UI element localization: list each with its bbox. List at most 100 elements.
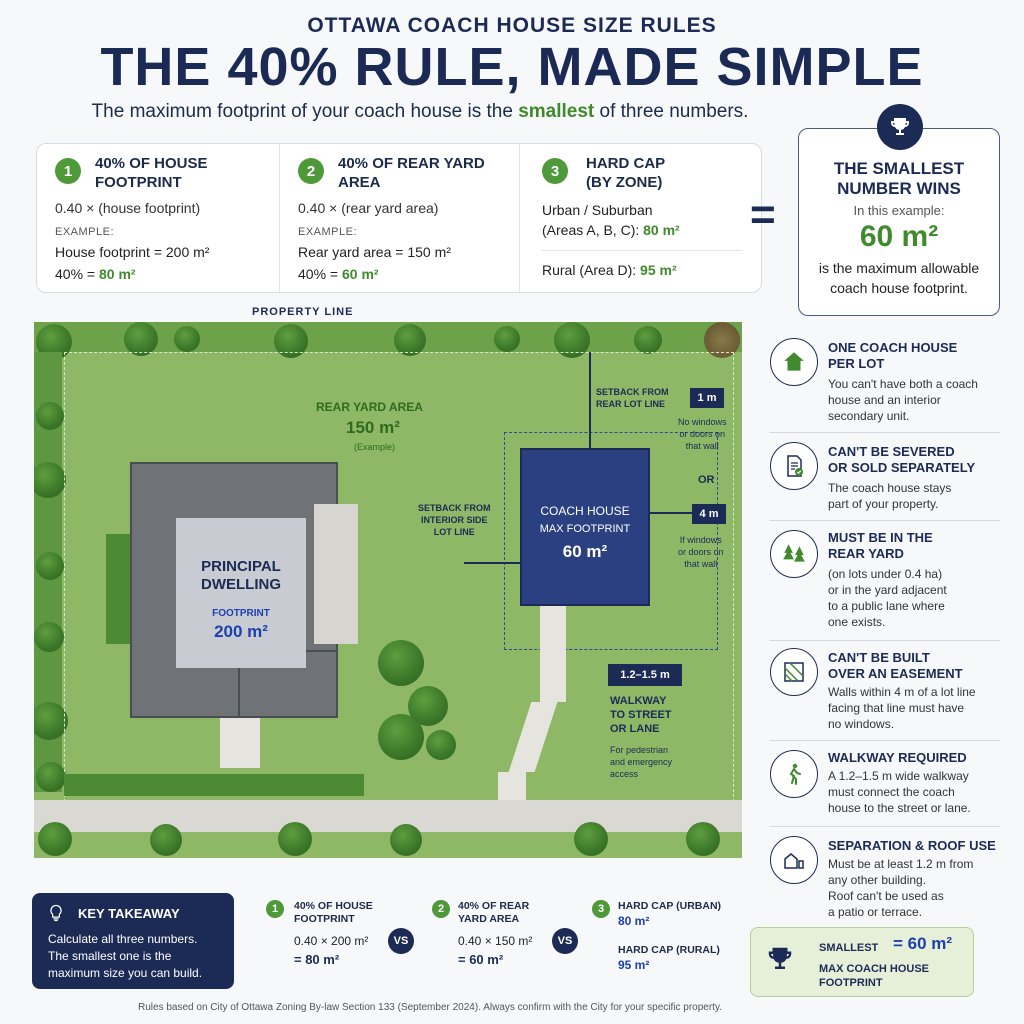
rule-number-badge: 1: [55, 158, 81, 184]
tree: [278, 822, 312, 856]
tree: [574, 822, 608, 856]
side-setback-arrow: [650, 512, 702, 514]
rule-example-result: 40% = 60 m²: [298, 266, 379, 282]
compare-result: 95 m²: [618, 958, 650, 972]
tree: [686, 822, 720, 856]
divider: [542, 250, 742, 251]
page-subtitle: The maximum footprint of your coach hous…: [91, 101, 749, 122]
rule-hard-cap: 3 HARD CAP(BY ZONE) Urban / Suburban (Ar…: [519, 144, 763, 294]
tree: [34, 702, 68, 740]
key-takeaway: KEY TAKEAWAY Calculate all three numbers…: [32, 893, 234, 989]
dwelling-footprint-label: FOOTPRINT: [212, 608, 270, 619]
tree: [36, 552, 64, 580]
page-kicker: OTTAWA COACH HOUSE SIZE RULES: [307, 14, 717, 37]
tree: [124, 322, 158, 356]
coach-house-value: 60 m²: [562, 542, 608, 561]
hard-cap-urban: (Areas A, B, C): 80 m²: [542, 222, 680, 238]
side-setback-arrow: [464, 562, 520, 564]
side-rule-separation: SEPARATION & ROOF USE Must be at least 1…: [770, 834, 1002, 920]
tree: [150, 824, 182, 856]
deck: [314, 504, 358, 644]
tree: [390, 824, 422, 856]
rule-example-label: EXAMPLE:: [55, 226, 115, 238]
compare-title: HARD CAP (URBAN): [618, 900, 722, 912]
front-path: [220, 718, 260, 768]
trophy-icon: [765, 944, 795, 979]
rule-number-badge: 3: [542, 158, 568, 184]
hard-cap-urban-label: Urban / Suburban: [542, 202, 653, 218]
lightbulb-icon: [46, 903, 66, 928]
compare-badge: 2: [432, 900, 450, 918]
side-setback-badge: 4 m: [692, 504, 726, 524]
rear-yard-note: (Example): [354, 442, 396, 452]
rear-yard-value: 150 m²: [346, 418, 400, 437]
property-line-label: PROPERTY LINE: [252, 306, 354, 318]
smallest-label: SMALLEST: [819, 942, 879, 954]
tree: [378, 714, 424, 760]
tree: [36, 402, 64, 430]
compare-badge: 1: [266, 900, 284, 918]
tree: [634, 326, 662, 354]
divider: [770, 520, 1000, 521]
tree: [36, 762, 66, 792]
document-check-icon: [770, 442, 818, 490]
divider: [770, 640, 1000, 641]
sidewalk: [34, 800, 742, 832]
compare-title: HARD CAP (RURAL): [618, 944, 720, 956]
tree: [426, 730, 456, 760]
divider: [770, 826, 1000, 827]
setback-zone: [504, 432, 718, 650]
tree: [34, 622, 64, 652]
dwelling-footprint-value: 200 m²: [214, 622, 268, 641]
rule-example-label: EXAMPLE:: [298, 226, 358, 238]
takeaway-text: Calculate all three numbers.The smallest…: [48, 932, 203, 980]
smallest-value: = 60 m²: [893, 934, 953, 953]
rule-formula: 0.40 × (rear yard area): [298, 200, 439, 216]
compare-result: 80 m²: [618, 914, 650, 928]
tree: [174, 326, 200, 352]
or-label: OR: [698, 474, 715, 486]
rule-number-badge: 2: [298, 158, 324, 184]
trophy-icon: [877, 104, 923, 150]
easement-icon: [770, 648, 818, 696]
walkway: [540, 606, 566, 702]
house-icon: [770, 338, 818, 386]
hard-cap-rural: Rural (Area D): 95 m²: [542, 262, 677, 278]
rule-example-result: 40% = 80 m²: [55, 266, 136, 282]
rear-setback-arrow: [589, 352, 591, 448]
tree: [494, 326, 520, 352]
divider: [770, 740, 1000, 741]
tree: [34, 462, 66, 498]
winner-value: 60 m²: [859, 220, 939, 253]
hedge: [106, 534, 130, 644]
compare-result: = 80 m²: [294, 952, 340, 967]
building-separation-icon: [770, 836, 818, 884]
walking-person-icon: [770, 750, 818, 798]
hedge-front: [64, 774, 364, 796]
rear-yard-label: REAR YARD AREA: [316, 400, 423, 414]
walkway-badge: 1.2–1.5 m: [608, 664, 682, 686]
equals-sign: =: [750, 190, 776, 239]
side-rule-walkway: WALKWAY REQUIRED A 1.2–1.5 m wide walkwa…: [770, 748, 1002, 822]
footer-note: Rules based on City of Ottawa Zoning By-…: [138, 1002, 722, 1013]
compare-calc: 0.40 × 200 m²: [294, 934, 369, 948]
